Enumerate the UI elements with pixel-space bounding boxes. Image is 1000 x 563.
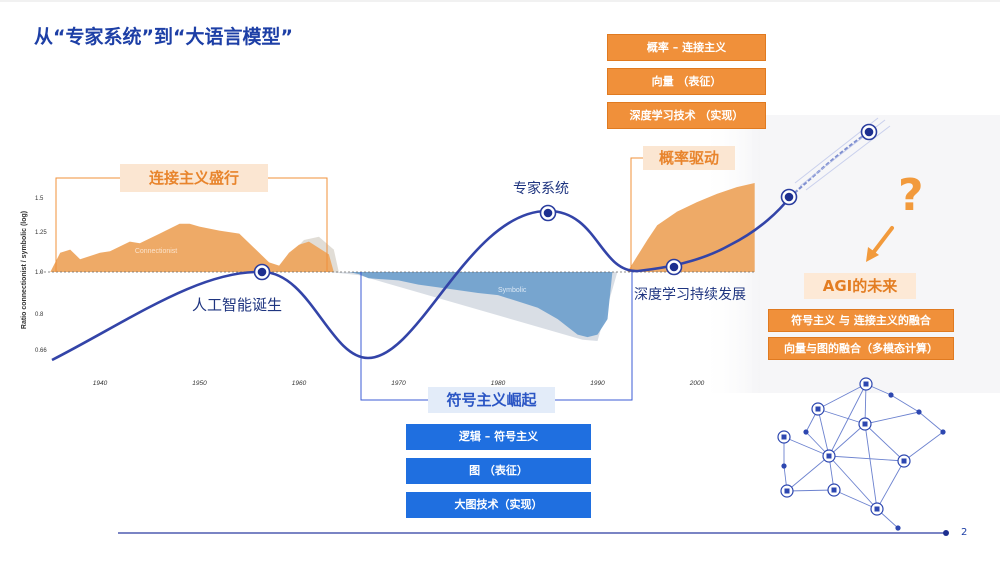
symbolic-area xyxy=(348,272,613,338)
x-tick-label: 1950 xyxy=(192,380,207,387)
milestone-marker-ai-birth xyxy=(253,263,271,281)
network-node-dot xyxy=(803,429,809,435)
network-edge xyxy=(833,489,878,510)
annotation-expert-systems: 专家系统 xyxy=(513,181,569,197)
network-node-dot xyxy=(781,463,787,469)
x-tick-label: 1990 xyxy=(590,380,605,387)
knowledge-network-graphic xyxy=(777,377,946,531)
network-node-glyph xyxy=(831,487,837,493)
x-tick-label: 1970 xyxy=(391,380,406,387)
network-edge xyxy=(918,411,944,433)
network-edge xyxy=(903,431,944,462)
blue-item-logic: 逻辑 – 符号主义 xyxy=(406,424,591,450)
network-edge xyxy=(864,423,878,510)
connectionism-heading: 连接主义盛行 xyxy=(120,164,268,192)
network-node-glyph xyxy=(781,434,787,440)
series-label-symbolic: Symbolic xyxy=(498,287,527,294)
network-edge xyxy=(817,408,866,425)
network-edge xyxy=(786,489,835,492)
orange-item-deep-learning: 深度学习技术 （实现） xyxy=(607,102,766,129)
ai-development-curve xyxy=(51,196,792,362)
network-edge xyxy=(890,394,920,413)
y-tick-label: 1.0 xyxy=(35,270,44,276)
footer-dot xyxy=(943,530,949,536)
milestone-marker-agi xyxy=(860,123,878,141)
network-edge xyxy=(828,455,878,510)
x-tick-label: 2000 xyxy=(689,380,705,387)
agi-trend-line xyxy=(789,131,870,198)
orange-item-probability: 概率 – 连接主义 xyxy=(607,34,766,61)
network-node-dot xyxy=(888,392,894,398)
network-edge xyxy=(828,423,866,457)
network-node-glyph xyxy=(874,506,880,512)
connectionist-area xyxy=(50,223,334,272)
network-edge xyxy=(864,423,905,462)
x-tick-label: 1980 xyxy=(491,380,506,387)
network-edge xyxy=(864,383,867,425)
network-edge xyxy=(817,383,867,410)
network-edge xyxy=(828,455,905,462)
milestone-marker-expert-systems xyxy=(539,204,557,222)
agi-item-fusion: 符号主义 与 连接主义的融合 xyxy=(768,309,954,332)
x-tick-label: 1940 xyxy=(93,380,108,387)
y-tick-label: 0.8 xyxy=(35,312,44,318)
network-edge xyxy=(783,436,830,457)
y-tick-label: 0.66 xyxy=(35,348,47,354)
network-edge xyxy=(786,455,830,492)
page-title: 从“专家系统”到“大语言模型” xyxy=(34,26,293,48)
annotation-ai-birth: 人工智能诞生 xyxy=(192,296,283,314)
annotation-deep-learning: 深度学习持续发展 xyxy=(634,287,746,303)
agi-arrow-icon xyxy=(866,226,894,262)
network-node-glyph xyxy=(815,406,821,412)
x-tick-label: 1960 xyxy=(292,380,307,387)
milestone-marker-llm xyxy=(780,188,798,206)
network-edge xyxy=(864,411,920,425)
network-node-glyph xyxy=(826,453,832,459)
network-node-glyph xyxy=(862,421,868,427)
probability-area xyxy=(627,183,755,272)
network-edge xyxy=(828,383,867,457)
milestone-marker-deep-learning xyxy=(665,258,683,276)
network-node-dot xyxy=(895,525,901,531)
y-tick-label: 1.5 xyxy=(35,196,44,202)
y-tick-label: 1.25 xyxy=(35,230,47,236)
probability-heading: 概率驱动 xyxy=(643,146,735,170)
blue-item-graph: 图 （表征） xyxy=(406,458,591,484)
y-axis-label: Ratio connectionist / symbolic (log) xyxy=(21,211,28,329)
agi-item-multimodal: 向量与图的融合（多模态计算） xyxy=(768,337,954,360)
symbolic-era-frame xyxy=(360,272,633,401)
orange-item-vector: 向量 （表征） xyxy=(607,68,766,95)
connectionist-era-frame xyxy=(55,177,328,272)
network-edge xyxy=(876,460,905,510)
agi-heading: AGI的未来 xyxy=(804,273,916,299)
symbolism-heading: 符号主义崛起 xyxy=(428,387,555,413)
network-node-dot xyxy=(916,409,922,415)
page-number: 2 xyxy=(961,527,968,538)
series-label-connectionist: Connectionist xyxy=(135,248,177,255)
network-node-glyph xyxy=(901,458,907,464)
network-node-glyph xyxy=(863,381,869,387)
network-node-glyph xyxy=(784,488,790,494)
network-node-dot xyxy=(940,429,946,435)
probability-era-frame xyxy=(630,157,643,272)
blue-item-big-graph: 大图技术（实现） xyxy=(406,492,591,518)
question-mark-icon: ? xyxy=(898,170,924,221)
network-edge xyxy=(817,408,830,457)
